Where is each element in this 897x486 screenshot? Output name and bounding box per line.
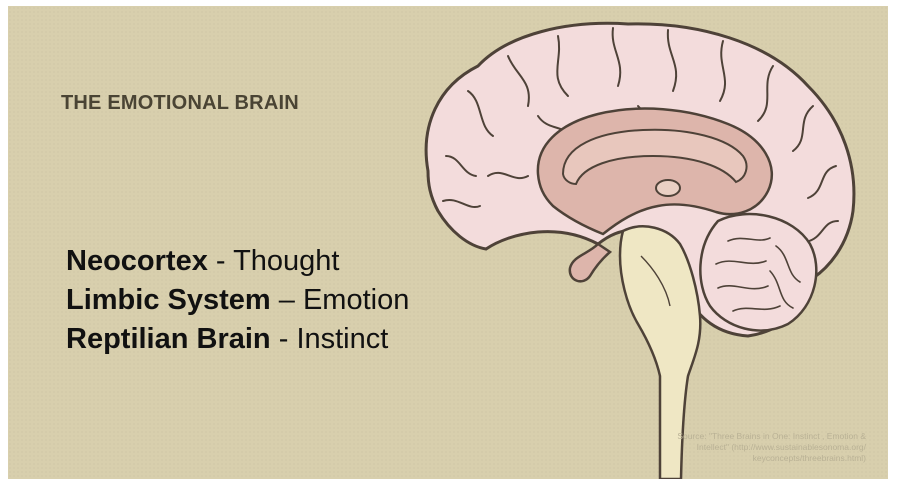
separator: -: [271, 323, 297, 355]
thalamus-shape: [656, 180, 680, 196]
list-item-reptilian-brain: Reptilian Brain - Instinct: [66, 320, 409, 359]
source-line: Intellect" (http://www.sustainablesonoma…: [586, 442, 866, 453]
meaning-thought: Thought: [233, 245, 339, 277]
term-reptilian-brain: Reptilian Brain: [66, 323, 271, 355]
separator: –: [271, 284, 303, 316]
brain-parts-list: Neocortex - Thought Limbic System – Emot…: [66, 242, 409, 359]
source-citation: Source: "Three Brains in One: Instinct ,…: [586, 431, 866, 464]
term-limbic-system: Limbic System: [66, 284, 271, 316]
slide: THE EMOTIONAL BRAIN Neocortex - Thought …: [8, 6, 888, 479]
meaning-emotion: Emotion: [303, 284, 409, 316]
brain-illustration: [398, 6, 888, 479]
slide-title: THE EMOTIONAL BRAIN: [61, 92, 299, 115]
meaning-instinct: Instinct: [296, 323, 388, 355]
separator: -: [208, 245, 233, 277]
source-line: keyconcepts/threebrains.html): [586, 453, 866, 464]
source-line: Source: "Three Brains in One: Instinct ,…: [586, 431, 866, 442]
cerebellum-shape: [700, 214, 816, 330]
term-neocortex: Neocortex: [66, 245, 208, 277]
pituitary-shape: [570, 244, 610, 281]
list-item-neocortex: Neocortex - Thought: [66, 242, 409, 281]
list-item-limbic-system: Limbic System – Emotion: [66, 281, 409, 320]
